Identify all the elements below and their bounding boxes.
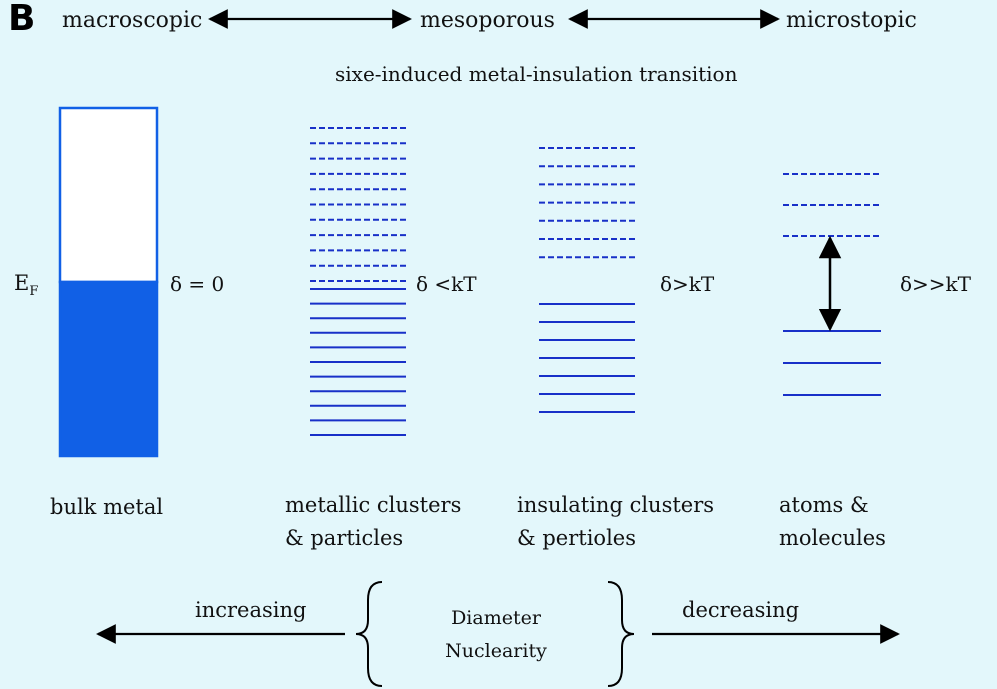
delta-metallic: δ <kT bbox=[416, 272, 477, 296]
atom-levels bbox=[783, 173, 881, 396]
panel-letter: B bbox=[8, 0, 36, 39]
delta-atoms: δ>>kT bbox=[900, 272, 972, 296]
caption-bulk-line1: bulk metal bbox=[50, 495, 164, 519]
left-brace bbox=[355, 581, 383, 687]
increasing-label: increasing bbox=[195, 598, 307, 622]
caption-insulating-line2: & pertioles bbox=[517, 526, 636, 550]
caption-atoms: atoms & molecules bbox=[779, 489, 886, 555]
insulating-levels bbox=[539, 147, 635, 413]
scale-label-microscopic: microstopic bbox=[786, 8, 917, 33]
decreasing-label: decreasing bbox=[682, 598, 800, 622]
scale-label-macroscopic: macroscopic bbox=[62, 8, 203, 33]
delta-bulk: δ = 0 bbox=[170, 272, 225, 296]
metallic-levels bbox=[310, 127, 406, 436]
fermi-label-main: E bbox=[14, 271, 30, 295]
caption-metallic: metallic clusters & particles bbox=[285, 489, 461, 555]
caption-insulating: insulating clusters & pertioles bbox=[517, 489, 714, 555]
scale-label-mesoporous: mesoporous bbox=[420, 8, 555, 33]
delta-insulating: δ>kT bbox=[660, 272, 715, 296]
fermi-level-label: EF bbox=[14, 271, 38, 299]
caption-atoms-line2: molecules bbox=[779, 526, 886, 550]
center-brace-text: Diameter Nuclearity bbox=[416, 602, 576, 668]
caption-metallic-line1: metallic clusters bbox=[285, 493, 462, 517]
diagram-subtitle: sixe-induced metal-insulation transition bbox=[335, 62, 738, 86]
right-brace bbox=[607, 581, 635, 687]
caption-insulating-line1: insulating clusters bbox=[517, 493, 715, 517]
bulk-band-empty bbox=[58, 106, 159, 284]
diameter-label: Diameter bbox=[451, 607, 541, 629]
caption-bulk-metal: bulk metal bbox=[50, 491, 163, 524]
nuclearity-label: Nuclearity bbox=[445, 640, 547, 662]
caption-metallic-line2: & particles bbox=[285, 526, 404, 550]
caption-atoms-line1: atoms & bbox=[779, 493, 869, 517]
bulk-band-filled bbox=[58, 280, 159, 458]
fermi-label-subscript: F bbox=[29, 284, 39, 300]
